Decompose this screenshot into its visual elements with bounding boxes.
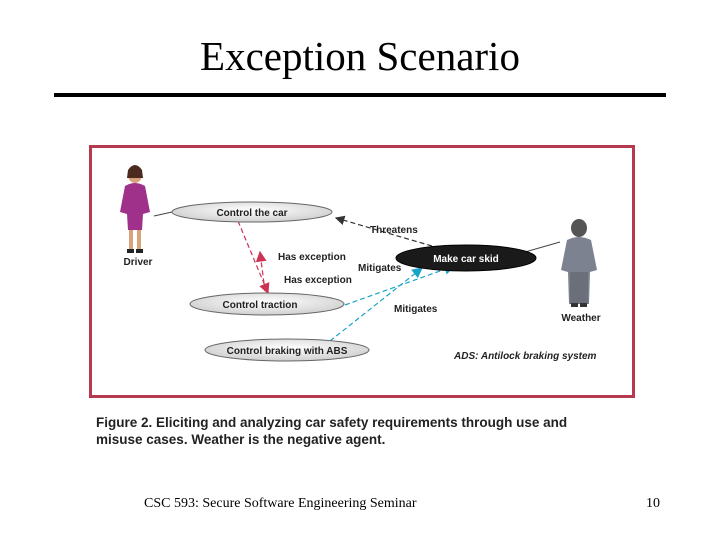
use-case-label: Control traction [223,300,298,311]
weather-label: Weather [561,313,600,324]
threatens-label: Threatens [370,225,418,236]
figure-frame: Control the car Control traction Control… [89,145,635,398]
footer-text: CSC 593: Secure Software Engineering Sem… [144,496,417,511]
mitigates-arrow-1 [329,267,423,342]
woman-actor-icon [120,165,150,253]
page-number: 10 [646,496,660,511]
driver-label: Driver [124,257,153,268]
has-exception-label: Has exception [278,252,346,263]
slide-title: Exception Scenario [200,33,520,79]
use-case-control-traction: Control traction [189,292,345,316]
use-case-control-the-car: Control the car [171,201,333,223]
misuse-case-label: Make car skid [433,254,499,265]
use-case-diagram: Control the car Control traction Control… [120,165,601,362]
driver-association-line [153,211,173,217]
mitigates-label: Mitigates [394,304,438,315]
figure-caption: Figure 2. Eliciting and analyzing car sa… [96,414,616,448]
misuse-case-make-car-skid: Make car skid [395,244,537,272]
title-divider [54,93,666,97]
man-actor-icon [561,219,597,307]
threatens-arrow [334,215,433,247]
has-exception-label: Has exception [284,275,352,286]
use-case-control-braking: Control braking with ABS [204,338,370,362]
ads-note: ADS: Antilock braking system [453,351,597,362]
caption-line: Figure 2. Eliciting and analyzing car sa… [96,415,568,430]
has-exception-arrow-1 [237,220,270,295]
caption-line: misuse cases. Weather is the negative ag… [96,432,386,447]
use-case-label: Control braking with ABS [227,346,348,357]
mitigates-arrow-2 [344,264,456,306]
use-case-label: Control the car [216,208,287,219]
mitigates-label: Mitigates [358,263,402,274]
